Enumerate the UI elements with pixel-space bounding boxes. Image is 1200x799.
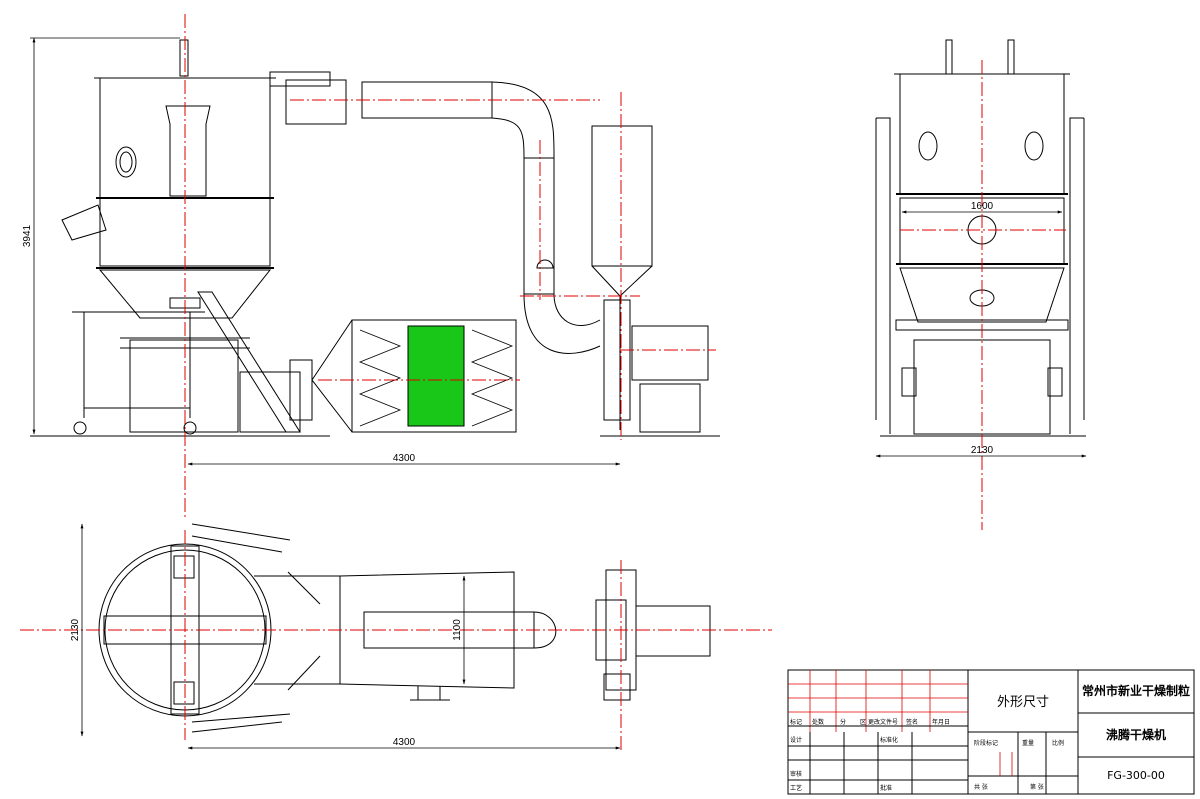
label-sheets-total: 共 张 <box>974 783 988 791</box>
label-standardize: 标准化 <box>880 736 898 744</box>
label-year: 年月日 <box>932 718 950 726</box>
label-stage-mark: 阶段标记 <box>974 739 998 747</box>
label-design: 设计 <box>790 736 802 744</box>
plan-view <box>98 523 711 733</box>
label-scale: 比例 <box>1052 739 1064 747</box>
sight-glass <box>115 146 137 178</box>
label-process: 工艺 <box>790 784 802 792</box>
dim-width-side-top: 1600 <box>971 201 994 212</box>
front-dimensions <box>30 37 621 466</box>
fan-motor <box>631 325 709 381</box>
label-approve: 批准 <box>880 784 892 792</box>
title-block <box>787 669 1195 795</box>
product-name: 沸腾干燥机 <box>1106 727 1166 742</box>
front-elevation <box>30 39 720 437</box>
label-doc: 区 <box>860 719 866 726</box>
dim-duct-plan: 1100 <box>452 619 463 641</box>
title-left: 外形尺寸 <box>997 695 1049 710</box>
label-change-doc: 更改文件号 <box>868 718 898 726</box>
air-heater <box>351 319 517 433</box>
dim-width-plan-left: 2130 <box>70 618 81 641</box>
label-mark: 标记 <box>790 718 802 726</box>
title-block-text: 外形尺寸 常州市新业干燥制粒 沸腾干燥机 FG-300-00 标记 处数 分 区… <box>790 683 1190 792</box>
label-sheet-no: 第 张 <box>1030 783 1044 791</box>
dim-width-side-bottom: 2130 <box>971 445 994 456</box>
side-elevation <box>875 39 1086 437</box>
plan-dimensions <box>80 523 621 750</box>
label-count: 处数 <box>812 718 824 726</box>
label-sign: 签名 <box>906 718 918 726</box>
company-name: 常州市新业干燥制粒 <box>1082 683 1190 698</box>
heater-coil <box>407 325 465 427</box>
side-dimensions <box>875 210 1087 458</box>
label-weight: 重量 <box>1022 739 1034 747</box>
cyclone <box>591 125 653 267</box>
drawing-number: FG-300-00 <box>1107 769 1165 782</box>
label-zone: 分 <box>840 718 846 726</box>
dim-length-front: 4300 <box>393 453 416 464</box>
dim-length-plan: 4300 <box>393 737 416 748</box>
label-review: 审核 <box>790 770 802 778</box>
dim-height-front: 3941 <box>22 224 33 247</box>
